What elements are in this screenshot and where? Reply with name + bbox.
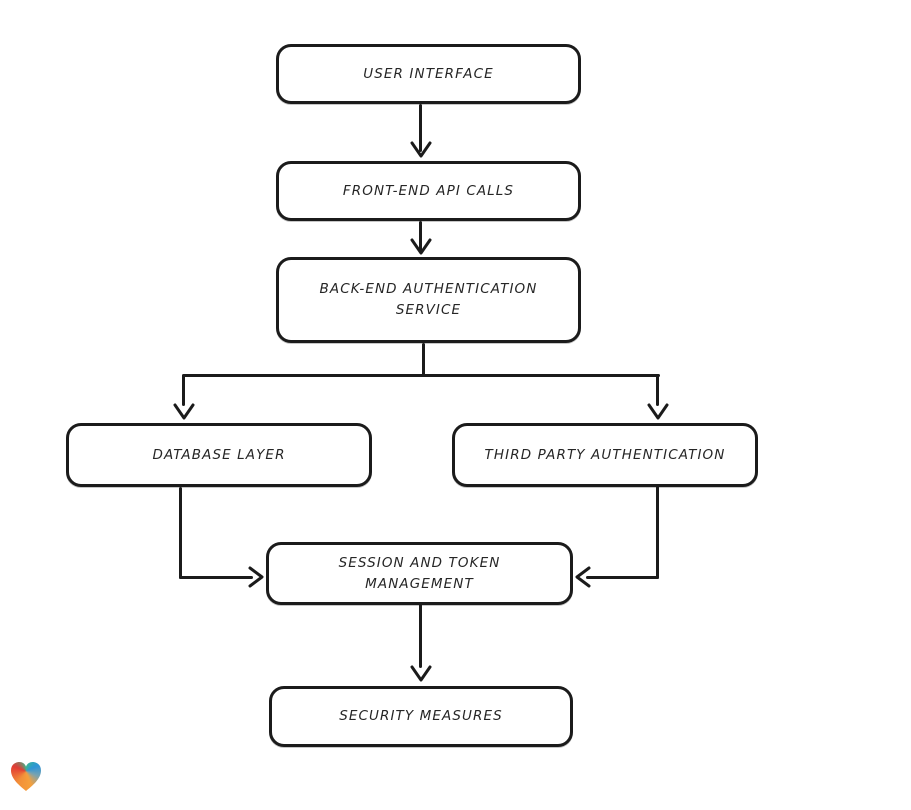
node-third-party-authentication-label: THIRD PARTY AUTHENTICATION <box>484 446 726 463</box>
node-third-party-authentication: THIRD PARTY AUTHENTICATION <box>452 423 758 487</box>
arrow-down-icon <box>410 665 432 683</box>
arrow-down-icon <box>647 403 669 421</box>
node-user-interface-label: USER INTERFACE <box>363 65 494 82</box>
eraser-heart-logo[interactable] <box>9 760 43 793</box>
node-session-and-token-management: SESSION AND TOKEN MANAGEMENT <box>266 542 573 605</box>
arrow-right-icon <box>247 566 265 588</box>
edge-backend-branch-stub-line <box>422 343 425 376</box>
edge-thirdparty-to-session-vertical-line <box>656 486 659 579</box>
node-session-and-token-management-label: SESSION AND TOKEN MANAGEMENT <box>338 554 501 592</box>
edge-backend-to-thirdparty-line <box>656 374 659 406</box>
edge-session-to-security-line <box>419 604 422 668</box>
arrow-down-icon <box>410 141 432 159</box>
node-user-interface: USER INTERFACE <box>276 44 581 104</box>
edge-database-to-session-vertical-line <box>179 487 182 579</box>
node-database-layer: DATABASE LAYER <box>66 423 372 487</box>
arrow-down-icon <box>173 403 195 421</box>
node-front-end-api-calls-label: FRONT-END API CALLS <box>342 182 515 199</box>
node-front-end-api-calls: FRONT-END API CALLS <box>276 161 581 221</box>
edge-thirdparty-to-session-horizontal-line <box>586 576 659 579</box>
node-database-layer-label: DATABASE LAYER <box>152 446 286 463</box>
node-security-measures: SECURITY MEASURES <box>269 686 573 747</box>
node-security-measures-label: SECURITY MEASURES <box>339 708 503 725</box>
edge-backend-to-database-line <box>182 374 185 406</box>
edge-frontend-to-backend-line <box>419 221 422 251</box>
edge-backend-branch-horizontal-line <box>183 374 660 377</box>
edge-database-to-session-horizontal-line <box>179 576 253 579</box>
arrow-down-icon <box>410 238 432 256</box>
node-back-end-authentication-service: BACK-END AUTHENTICATION SERVICE <box>276 257 581 343</box>
arrow-left-icon <box>574 566 592 588</box>
edge-ui-to-frontend-line <box>419 104 422 152</box>
node-back-end-authentication-service-label: BACK-END AUTHENTICATION SERVICE <box>319 281 538 318</box>
